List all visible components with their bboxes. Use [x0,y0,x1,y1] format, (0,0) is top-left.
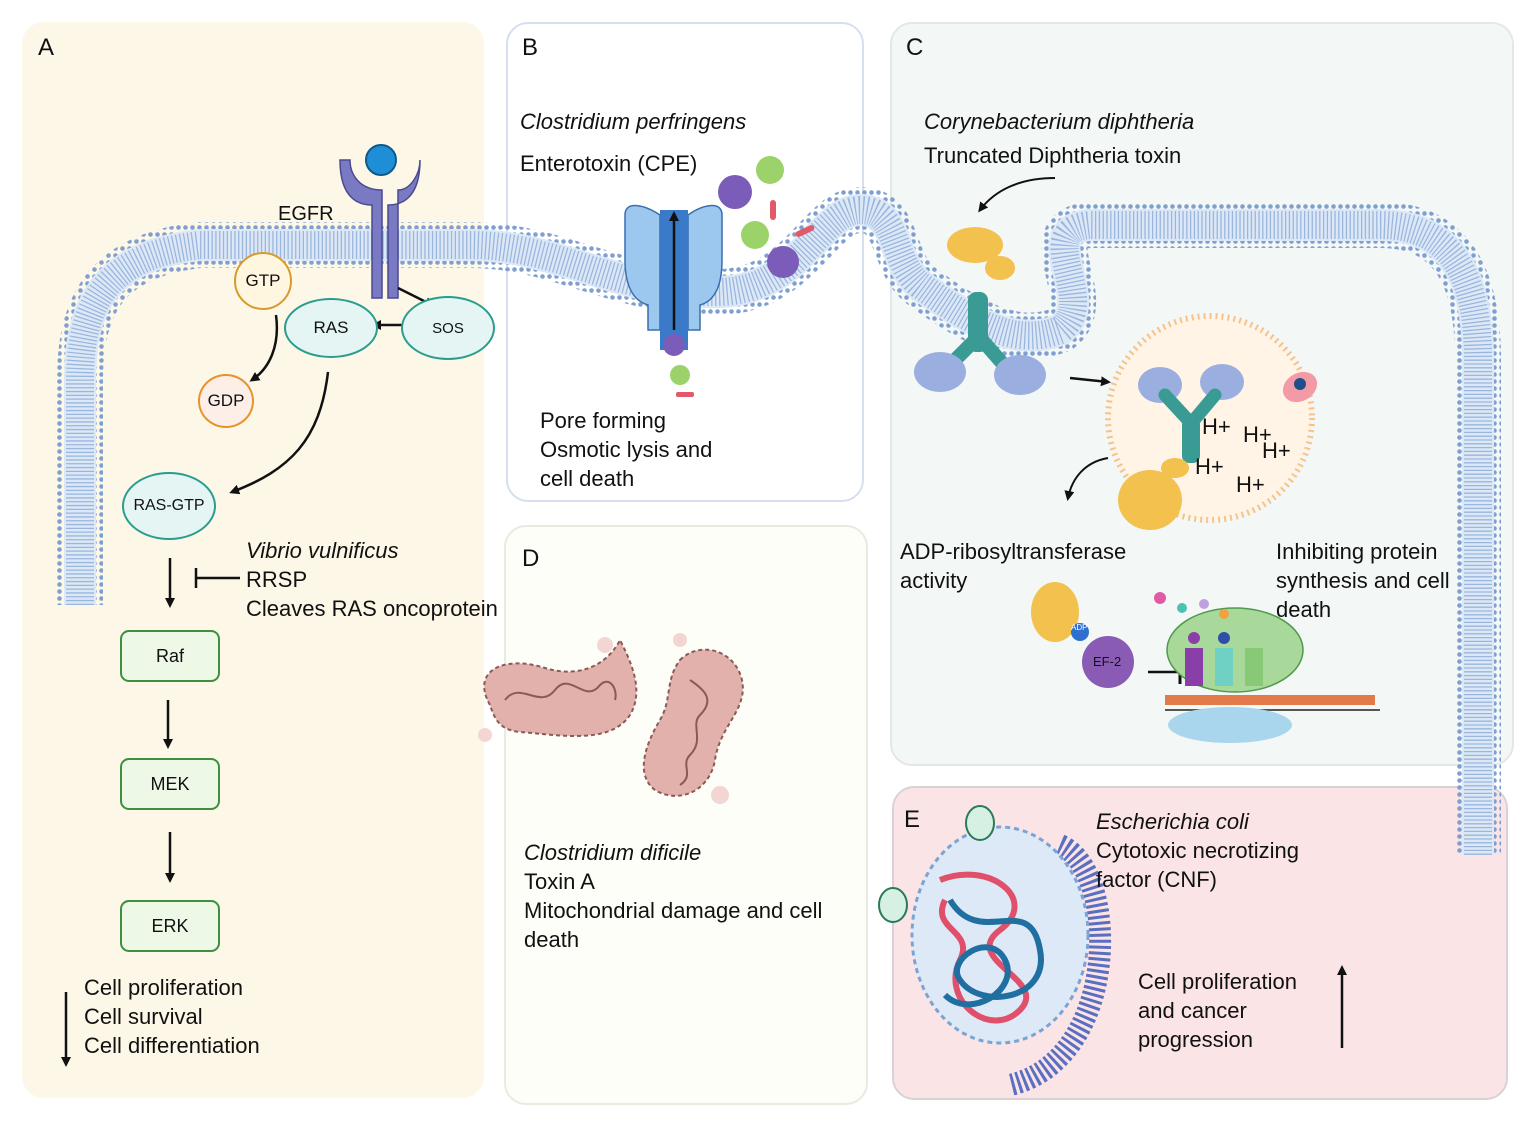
vibrio-organism: Vibrio vulnificus [246,538,399,563]
sos-node: SOS [401,296,495,360]
toxin-a: Toxin A [524,869,595,894]
adp-activity-1: ADP-ribosyltransferase [900,539,1127,564]
dificile-organism: Clostridium dificile [524,840,702,865]
cpe-effect-1: Pore forming [540,408,666,433]
rrsp-toxin: RRSP [246,567,308,592]
cnf-effect-2: and cancer [1138,998,1247,1023]
mito-effect-1: Mitochondrial damage and cell [524,898,823,923]
gdp-node: GDP [198,374,254,428]
cnf-toxin-2: factor (CNF) [1096,867,1217,892]
ef2-label: EF-2 [1093,654,1122,669]
protein-effect-1: Inhibiting protein [1276,539,1438,564]
diphtheria-toxin: Truncated Diphtheria toxin [924,143,1182,168]
diphtheria-organism: Corynebacterium diphtheria [924,109,1195,134]
outcome-survival: Cell survival [84,1004,203,1029]
cnf-effect-1: Cell proliferation [1138,969,1297,994]
panel-c-label: C [906,34,924,61]
ras-node: RAS [284,298,378,358]
erk-box: ERK [120,900,220,952]
gtp-node: GTP [234,252,292,310]
cnf-effect-3: progression [1138,1027,1253,1052]
ras-gtp-node: RAS-GTP [122,472,216,540]
mitochondria [478,633,744,804]
panel-d [504,525,868,1105]
cnf-toxin-1: Cytotoxic necrotizing [1096,838,1299,863]
perfringens-organism: Clostridium perfringens [520,109,747,134]
diphtheria-graphics [914,177,1380,743]
panel-b-label: B [522,34,539,61]
proton-2: H+ [1243,422,1272,447]
adp-tag: ADP [1071,623,1088,632]
nucleus-graphics [878,805,1347,1096]
cell-membrane [57,186,1501,855]
protein-effect-2: synthesis and cell [1276,568,1450,593]
egfr-receptor [339,144,421,299]
mek-box: MEK [120,758,220,810]
protein-effect-3: death [1276,597,1332,622]
panel-e-label: E [904,806,921,833]
proton-5: H+ [1236,472,1265,497]
cpe-effect-2: Osmotic lysis and [540,437,713,462]
mito-effect-2: death [524,927,580,952]
rrsp-effect: Cleaves RAS oncoprotein [246,596,498,621]
proton-3: H+ [1262,438,1291,463]
egfr-label: EGFR [278,203,334,225]
cpe-effect-3: cell death [540,466,635,491]
proton-4: H+ [1195,454,1224,479]
panel-a-label: A [38,34,55,61]
raf-box: Raf [120,630,220,682]
outcome-proliferation: Cell proliferation [84,975,243,1000]
adp-activity-2: activity [900,568,968,593]
coli-organism: Escherichia coli [1096,809,1249,834]
outcome-differentiation: Cell differentiation [84,1033,260,1058]
cpe-toxin: Enterotoxin (CPE) [520,151,698,176]
proton-1: H+ [1202,414,1231,439]
panel-d-label: D [522,545,540,572]
cpe-pore [624,156,815,397]
